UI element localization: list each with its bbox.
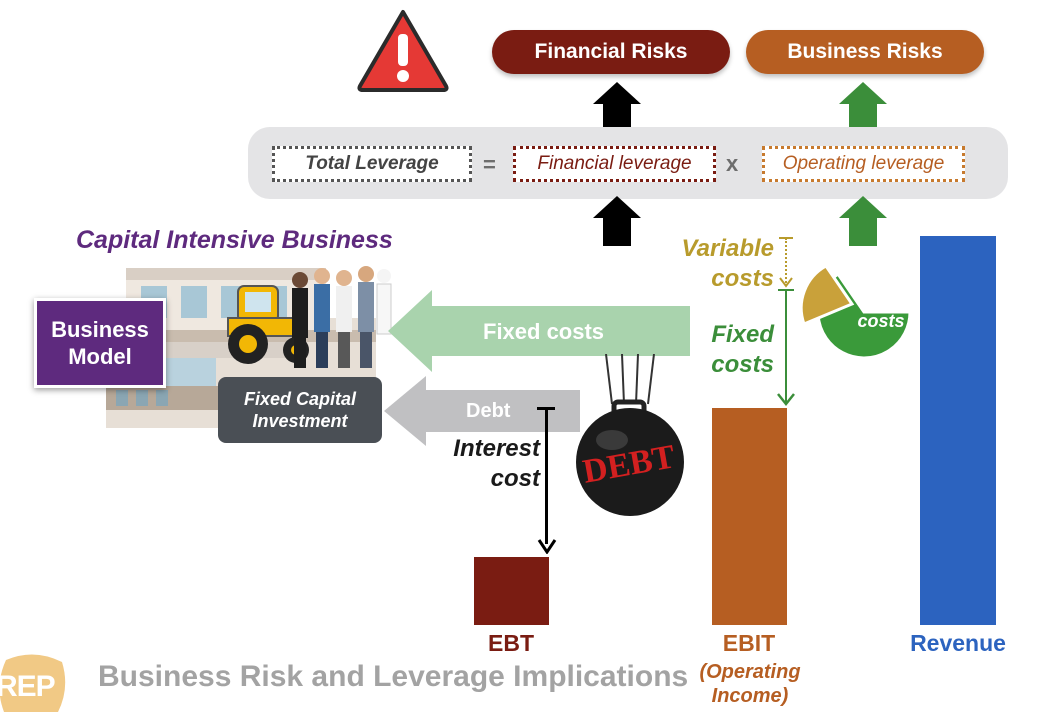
variable-costs-arrowhead	[779, 277, 793, 288]
total-leverage-label: Total Leverage	[305, 153, 439, 174]
fixed-costs-arrow-label: Fixed costs	[483, 319, 605, 344]
financial-leverage-box: Financial leverage	[513, 146, 716, 182]
interest-cost-arrow-line	[545, 408, 548, 544]
total-leverage-box: Total Leverage	[272, 146, 472, 182]
interest-cost-label: Interest cost	[453, 435, 540, 492]
revenue-label: Revenue	[910, 630, 1006, 656]
financial-leverage-label: Financial leverage	[537, 153, 692, 174]
warning-triangle-icon	[357, 10, 449, 92]
capital-intensive-title: Capital Intensive Business	[76, 226, 393, 254]
fixed-costs-pie-icon	[799, 264, 912, 360]
revenue-bar	[920, 236, 996, 625]
fixed-costs-green-arrowhead	[777, 393, 795, 406]
business-model-box: Business Model	[34, 298, 166, 388]
business-model-label: Business Model	[51, 317, 149, 369]
operating-leverage-label: Operating leverage	[782, 153, 945, 174]
debt-left-arrow	[384, 376, 580, 446]
ebt-bar	[474, 557, 549, 625]
equals-sign: =	[483, 152, 496, 177]
business-risks-label: Business Risks	[787, 40, 943, 63]
fixed-costs-left-arrow	[388, 290, 690, 372]
workers-group-illustration	[292, 266, 392, 368]
ebit-sub-label: (Operating Income)	[699, 661, 801, 707]
pie-fixed-costs-label: Fixed costs	[857, 289, 905, 331]
business-risks-pill: Business Risks	[746, 30, 984, 74]
debt-arrow-label: Debt	[466, 400, 511, 422]
interest-cost-arrowhead	[537, 539, 557, 554]
financial-risks-pill: Financial Risks	[492, 30, 730, 74]
variable-costs-label: Variable costs	[681, 235, 775, 292]
footer-title: Business Risk and Leverage Implications	[98, 660, 689, 693]
operating-leverage-box: Operating leverage	[762, 146, 965, 182]
financial-risks-label: Financial Risks	[534, 40, 688, 63]
rep-logo-text: REP	[0, 670, 56, 703]
variable-costs-arrow-line	[785, 238, 787, 286]
ebt-label: EBT	[488, 630, 534, 656]
ebit-label: EBIT	[722, 630, 776, 656]
times-sign: x	[726, 151, 739, 176]
fixed-costs-green-label: Fixed costs	[711, 321, 774, 378]
fixed-costs-green-arrow-line	[785, 290, 787, 402]
fixed-capital-investment-box: Fixed Capital Investment	[218, 377, 382, 443]
debt-ball-icon	[576, 354, 684, 516]
rep-logo-icon	[0, 654, 66, 712]
fixed-capital-label: Fixed Capital Investment	[243, 389, 357, 431]
ebit-bar	[712, 408, 787, 625]
